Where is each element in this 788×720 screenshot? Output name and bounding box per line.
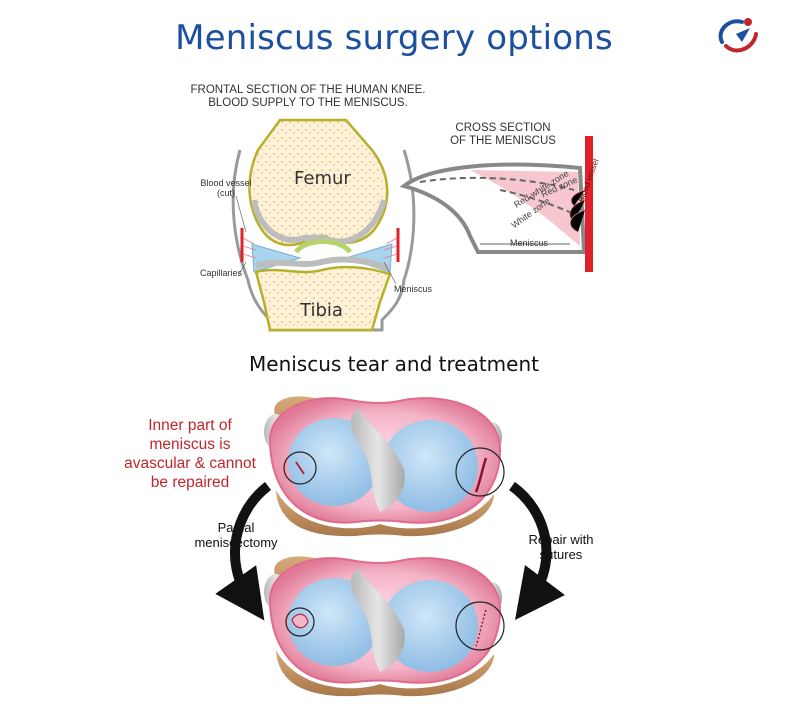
tibia-bone <box>254 265 392 332</box>
page-title: Meniscus surgery options <box>175 18 613 58</box>
cross-section-vessel <box>585 136 593 272</box>
red-zone-fill <box>470 170 580 246</box>
avascular-note: Inner part of meniscus is avascular & ca… <box>124 417 256 491</box>
blood-vessel-label: Blood vessel (cut) <box>200 178 252 198</box>
upper-cartilage-right <box>382 420 478 512</box>
capillaries-label: Capillaries <box>200 268 243 278</box>
cross-section-caption: CROSS SECTION OF THE MENISCUS <box>450 122 556 147</box>
frontal-section-caption: FRONTAL SECTION OF THE HUMAN KNEE. BLOOD… <box>190 84 426 109</box>
trim-circle <box>285 607 315 637</box>
suture-circle <box>455 601 505 651</box>
partial-meniscectomy-label: Partial meniscectomy <box>194 520 278 550</box>
lower-cartilage-right <box>382 580 478 672</box>
upper-ligament <box>350 408 405 512</box>
repair-sutures-label: Repair with sutures <box>528 532 594 562</box>
knee-top-view-lower <box>264 556 505 697</box>
repair-arrow <box>508 481 565 621</box>
knee-top-view-upper <box>264 396 505 537</box>
intercondylar-cartilage <box>293 239 353 254</box>
meniscus-label: Meniscus <box>394 284 433 294</box>
logo-icon <box>718 18 758 53</box>
capillaries-right <box>383 237 398 259</box>
femur-cartilage <box>251 199 387 245</box>
femur-label: Femur <box>294 168 351 189</box>
tibia-label: Tibia <box>300 300 343 321</box>
tear-circle-inner <box>283 451 317 485</box>
meniscus-cross-section <box>399 136 593 272</box>
section-title: Meniscus tear and treatment <box>249 352 539 376</box>
tear-circle-outer <box>455 447 505 497</box>
cross-section-meniscus-label: Meniscus <box>510 238 549 248</box>
lower-ligament <box>350 568 405 672</box>
capillaries-left <box>242 237 257 259</box>
knee-frontal-section <box>231 118 416 332</box>
tibia-cartilage <box>255 256 389 271</box>
partial-meniscectomy-arrow <box>215 482 272 621</box>
